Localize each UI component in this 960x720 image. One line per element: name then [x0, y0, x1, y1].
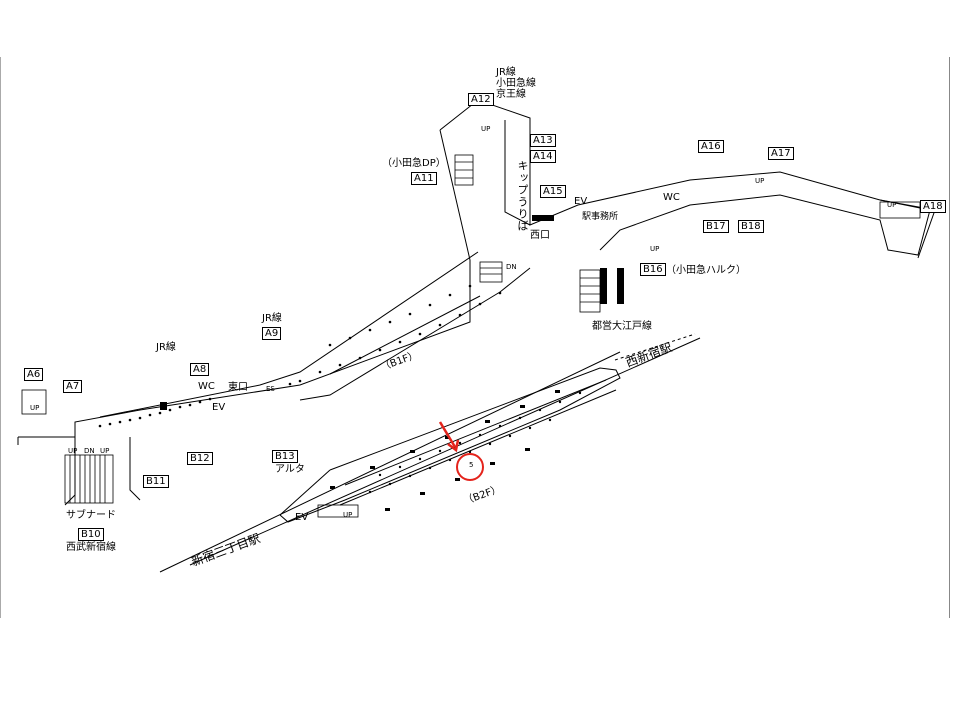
exit-B18: B18 [738, 220, 764, 233]
exit-A16: A16 [698, 140, 724, 153]
platform-outline [279, 367, 621, 523]
concourse-lower-edge [18, 260, 471, 438]
exit-A15: A15 [540, 185, 566, 198]
exit-A6: A6 [24, 368, 44, 381]
label-up-a18: UP [887, 201, 897, 209]
label-alta: アルタ [275, 464, 305, 475]
label-ev-top: EV [574, 196, 588, 207]
label-west-exit: 西口 [530, 230, 550, 241]
label-ticket: キップうりば [516, 160, 529, 232]
label-up-b17: UP [650, 245, 660, 253]
exit-A9: A9 [262, 327, 282, 340]
exit-A17: A17 [768, 147, 794, 160]
label-ev-platform: EV [295, 512, 309, 523]
highlight-car-number: 5 [469, 461, 474, 469]
exit-A12: A12 [468, 93, 494, 106]
exit-A11: A11 [411, 172, 437, 185]
label-up-subnade: UP [68, 447, 78, 455]
marker-arrow-line [438, 421, 457, 448]
label-wc-top: WC [663, 192, 680, 203]
label-jr-line-left: JR線 [156, 342, 176, 353]
exit-A7: A7 [63, 380, 83, 393]
label-jr-line-top: JR線 [496, 67, 516, 78]
exit-A14: A14 [530, 150, 556, 163]
label-east-exit: 東口 [228, 382, 248, 393]
label-dn-west: DN [506, 263, 517, 271]
label-up-a6: UP [30, 404, 40, 412]
label-station-office: 駅事務所 [582, 212, 619, 222]
label-up-platform: UP [343, 511, 353, 519]
label-odakyu-halc: （小田急ハルク） [666, 265, 746, 276]
concourse-upper-edge [99, 251, 479, 418]
exit-B13: B13 [272, 450, 298, 463]
label-subnade: サブナード [66, 510, 116, 521]
label-ev-left: EV [212, 402, 226, 413]
exit-B17: B17 [703, 220, 729, 233]
label-keio-line: 京王線 [496, 89, 526, 100]
map-frame [0, 57, 950, 618]
label-up-a17: UP [755, 177, 765, 185]
exit-A18: A18 [920, 200, 946, 213]
label-toei-oedo: 都営大江戸線 [592, 321, 652, 332]
marker-circle [456, 453, 484, 481]
exit-B11: B11 [143, 475, 169, 488]
label-odakyu-dp: （小田急DP） [382, 158, 446, 169]
label-up-a12: UP [481, 125, 491, 133]
label-seibu-line: 西武新宿線 [66, 542, 116, 553]
exit-B10: B10 [78, 528, 104, 541]
exit-A13: A13 [530, 134, 556, 147]
label-wc-left: WC [198, 381, 215, 392]
highlight-marker [438, 421, 484, 481]
label-es: ES [266, 385, 275, 393]
label-odakyu-line: 小田急線 [496, 78, 536, 89]
exit-B12: B12 [187, 452, 213, 465]
marker-arrowhead [447, 439, 460, 453]
label-up-subnade-2: UP [100, 447, 110, 455]
exit-B16: B16 [640, 263, 666, 276]
exit-A8: A8 [190, 363, 210, 376]
label-dn-subnade: DN [84, 447, 95, 455]
label-jr-line-mid: JR線 [262, 313, 282, 324]
